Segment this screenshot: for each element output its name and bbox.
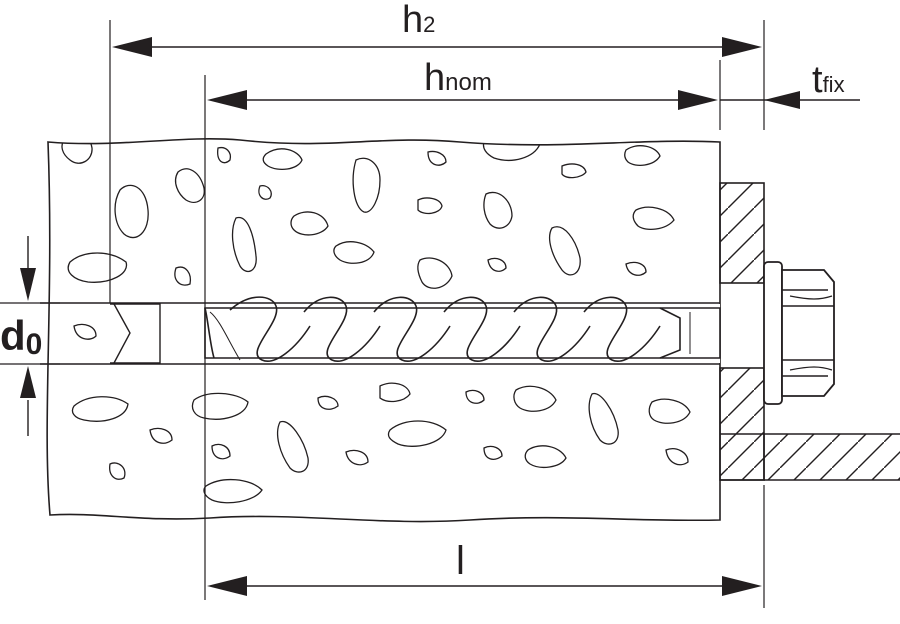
- label-tfix: tfix: [812, 59, 845, 101]
- label-d0: d0: [0, 312, 42, 361]
- label-l: l: [456, 539, 465, 583]
- extension-lines: [0, 20, 765, 608]
- aggregate-stones: [61, 138, 691, 504]
- hex-head: [781, 269, 835, 397]
- label-hnom: hnom: [424, 57, 492, 99]
- concrete-base: [46, 138, 721, 523]
- fixture-plate: [719, 182, 900, 481]
- label-h2: h2: [402, 0, 435, 41]
- screw-anchor: [204, 296, 721, 362]
- dimension-lines: [20, 37, 860, 596]
- washer: [763, 261, 783, 405]
- anchor-head: [763, 261, 835, 405]
